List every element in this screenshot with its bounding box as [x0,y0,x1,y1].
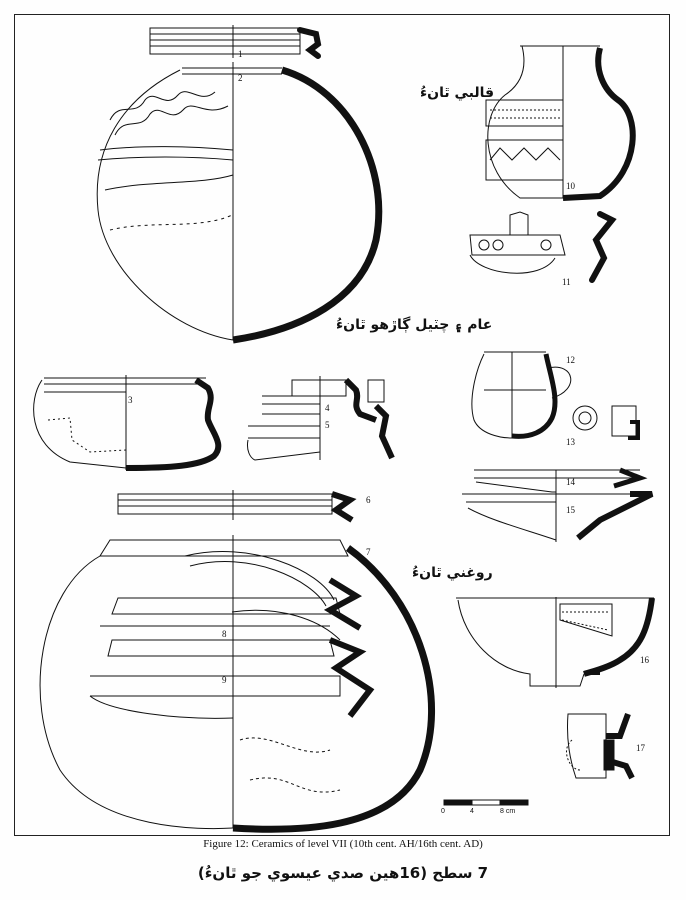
vessel-11-drawing [469,211,617,283]
vessel-number-9: 9 [222,675,227,685]
vessel-10-drawing [485,45,636,201]
vessel-number-13: 13 [566,437,575,447]
vessel-13-drawing [572,405,640,440]
vessel-number-3: 3 [128,395,133,405]
label-glazed-ware: روغني ٿانءُ [412,565,493,581]
vessel-number-15: 15 [566,505,575,515]
vessel-number-1: 1 [238,49,243,59]
vessel-3-drawing [33,375,222,471]
vessel-number-17: 17 [636,743,645,753]
vessel-number-16: 16 [640,655,649,665]
label-moulded-ware: قالبي ٿانءُ [420,85,495,101]
figure-caption: Figure 12: Ceramics of level VII (10th c… [203,838,483,850]
vessel-number-7: 7 [366,547,371,557]
scale-tick-8cm: 8 cm [500,808,516,815]
vessel-number-10: 10 [566,181,575,191]
vessel-number-4: 4 [325,403,330,413]
scale-bar [443,799,529,806]
vessel-1-drawing [149,25,322,59]
scale-tick-4: 4 [470,808,474,815]
vessel-16-drawing [456,597,655,688]
vessel-7-8-9-drawing [39,535,435,833]
vessel-4-5-drawing [247,376,395,461]
vessel-number-8: 8 [222,629,227,639]
vessel-number-6: 6 [366,495,371,505]
vessel-14-15-drawing [462,467,654,542]
vessel-12-drawing [471,351,572,439]
vessel-number-5: 5 [325,420,330,430]
figure-frame [14,14,670,836]
vessel-17-drawing [566,712,635,780]
vessel-number-12: 12 [566,355,575,365]
vessel-number-2: 2 [238,73,243,83]
label-common-painted-ware: عام ۽ چٽيل ڳاڙهو ٿانءُ [336,317,493,333]
scale-tick-0: 0 [441,808,445,815]
vessel-2-drawing [96,62,383,344]
figure-caption-sindhi: 7 سطح (16هين صدي عيسوي جو ٿانءُ) [197,864,489,882]
vessel-number-11: 11 [562,277,571,287]
vessel-6-drawing [117,490,357,523]
vessel-number-14: 14 [566,477,575,487]
